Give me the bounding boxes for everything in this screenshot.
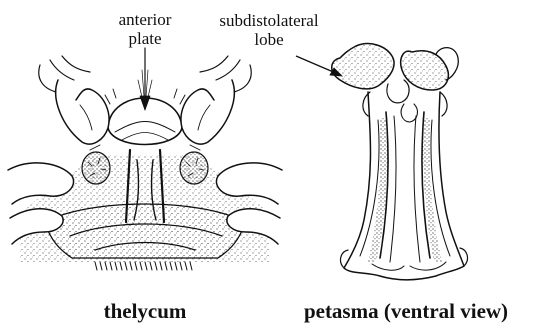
thelycum-illustration — [8, 48, 282, 270]
petasma-caption: petasma (ventral view) — [286, 299, 526, 323]
thelycum-caption: thelycum — [80, 299, 210, 323]
subdistolateral-lobe-label-line1: subdistolateral — [204, 11, 334, 31]
anterior-plate-label-line2: plate — [102, 29, 188, 49]
subdistolateral-lobe-label-line2: lobe — [204, 30, 334, 50]
petasma-illustration — [332, 44, 468, 280]
anterior-plate-label-line1: anterior — [102, 10, 188, 30]
